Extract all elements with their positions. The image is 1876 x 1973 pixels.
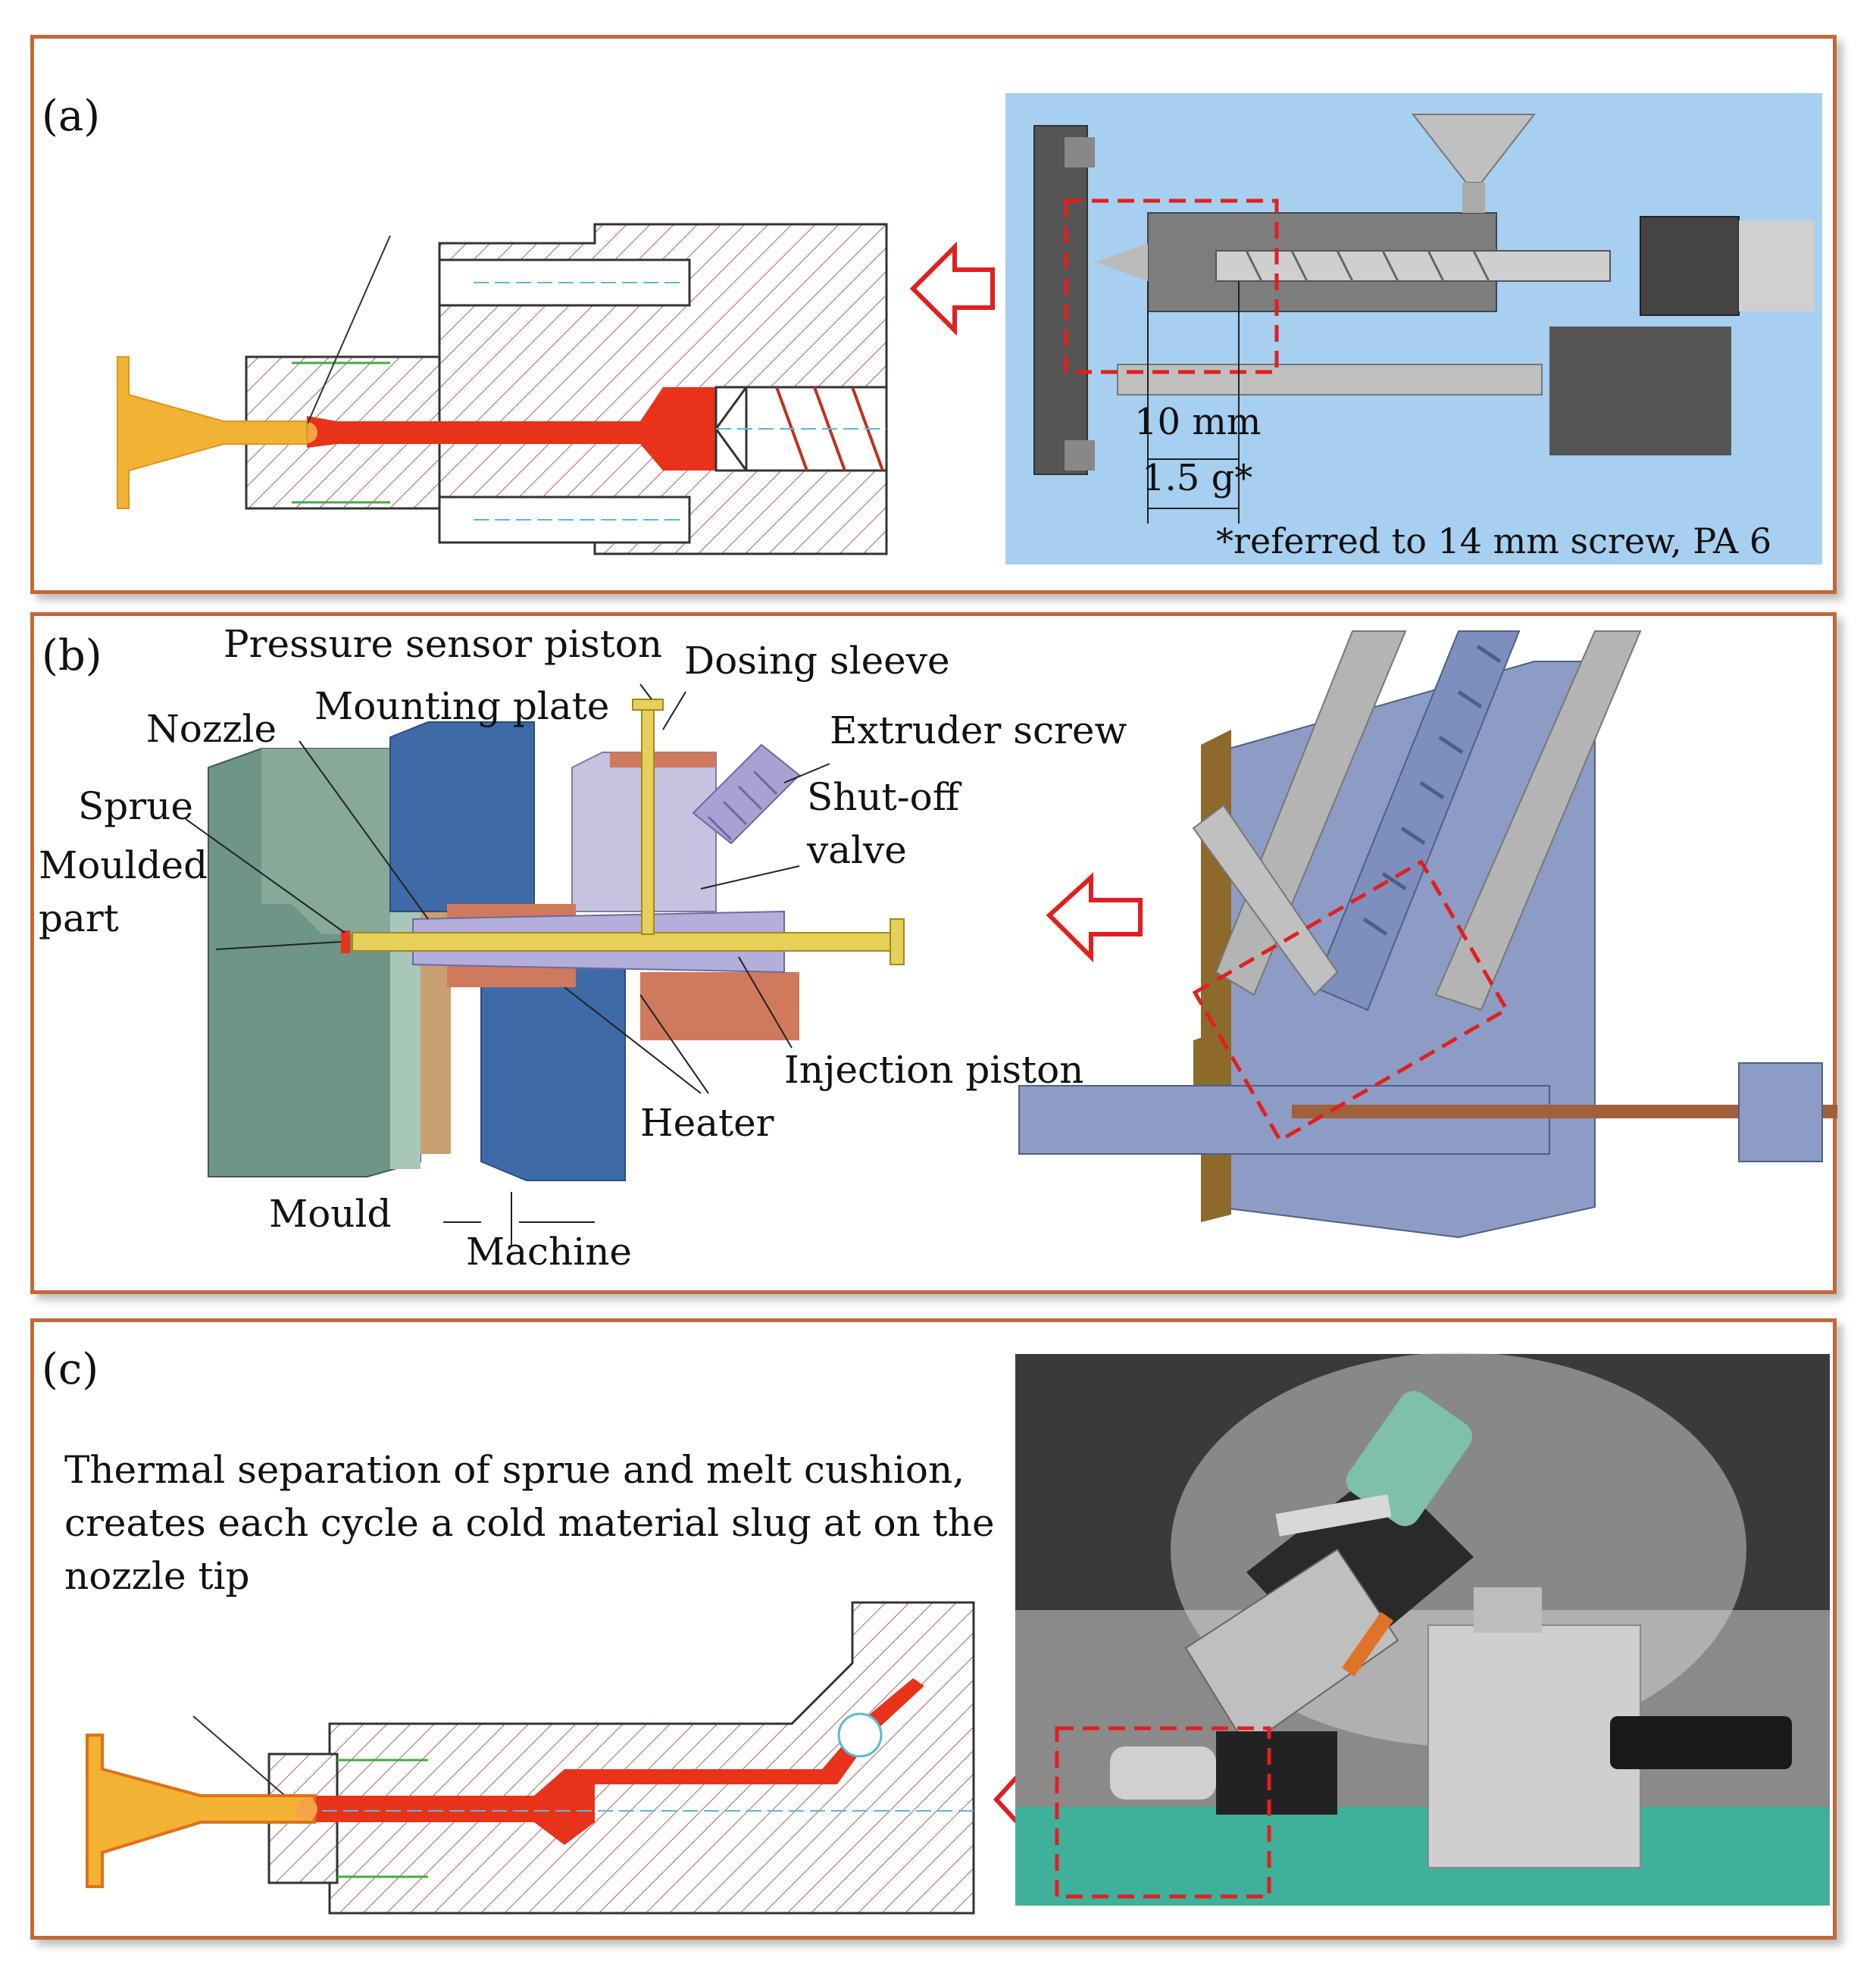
melt-channel-c <box>314 1678 924 1845</box>
panel-c-description: Thermal separation of sprue and melt cus… <box>64 1448 995 1598</box>
label-mounting-plate: Mounting plate <box>314 684 610 728</box>
sprue-part-c <box>86 1734 317 1888</box>
footnote-label: *referred to 14 mm screw, PA 6 <box>1216 521 1772 561</box>
micro-injection-unit-photo <box>1015 1352 1830 1906</box>
mounting-plate <box>389 721 626 1181</box>
dimension-mass-label: 1.5 g* <box>1142 457 1253 499</box>
panel-c: (c) Thermal separation of sprue and melt… <box>30 1318 1837 1940</box>
dimension-length-label: 10 mm <box>1134 401 1262 443</box>
arrow-left <box>909 241 995 336</box>
label-moulded-part-line1: Moulded <box>39 843 208 887</box>
arrow-left-b <box>1046 872 1143 963</box>
panel-c-drawing <box>86 1352 1830 1915</box>
panel-a: (a) <box>30 35 1837 594</box>
label-dosing-sleeve: Dosing sleeve <box>684 639 950 683</box>
label-extruder-screw: Extruder screw <box>830 708 1127 752</box>
moulded-part <box>341 930 350 953</box>
panel-b-tag: (b) <box>42 631 102 680</box>
nozzle-cross-section-c <box>192 1601 975 1915</box>
heater-lower <box>447 965 576 987</box>
leader-lines <box>185 683 830 1245</box>
label-shutoff-valve-line2: valve <box>807 828 907 872</box>
nozzle-cross-section <box>245 223 888 555</box>
label-sprue: Sprue <box>78 784 193 828</box>
label-heater: Heater <box>640 1101 774 1145</box>
pressure-sensor-piston <box>632 699 664 935</box>
label-moulded-part-line2: part <box>39 896 119 940</box>
label-nozzle: Nozzle <box>146 707 277 751</box>
panel-b-drawing <box>185 630 1837 1245</box>
label-machine: Machine <box>466 1230 632 1274</box>
cad-render <box>1018 630 1837 1239</box>
highlight-box-c <box>1055 1726 1271 1899</box>
heater-side <box>640 972 799 1040</box>
injection-piston <box>352 918 905 965</box>
label-injection-piston: Injection piston <box>784 1048 1084 1092</box>
label-pressure-sensor-piston: Pressure sensor piston <box>224 622 663 666</box>
panel-c-tag: (c) <box>42 1345 99 1394</box>
panel-a-tag: (a) <box>42 92 101 141</box>
label-mould: Mould <box>269 1192 392 1236</box>
highlight-box-a <box>1064 199 1279 374</box>
melt-channel <box>307 387 716 471</box>
label-shutoff-valve-line1: Shut-off <box>807 775 960 819</box>
extruder-screw <box>692 743 801 845</box>
highlight-box-b <box>1192 859 1509 1143</box>
injection-unit-illustration <box>1033 114 1815 524</box>
sprue-part <box>117 356 308 509</box>
panel-a-drawing <box>117 93 1822 564</box>
panel-b: (b) <box>30 612 1837 1294</box>
